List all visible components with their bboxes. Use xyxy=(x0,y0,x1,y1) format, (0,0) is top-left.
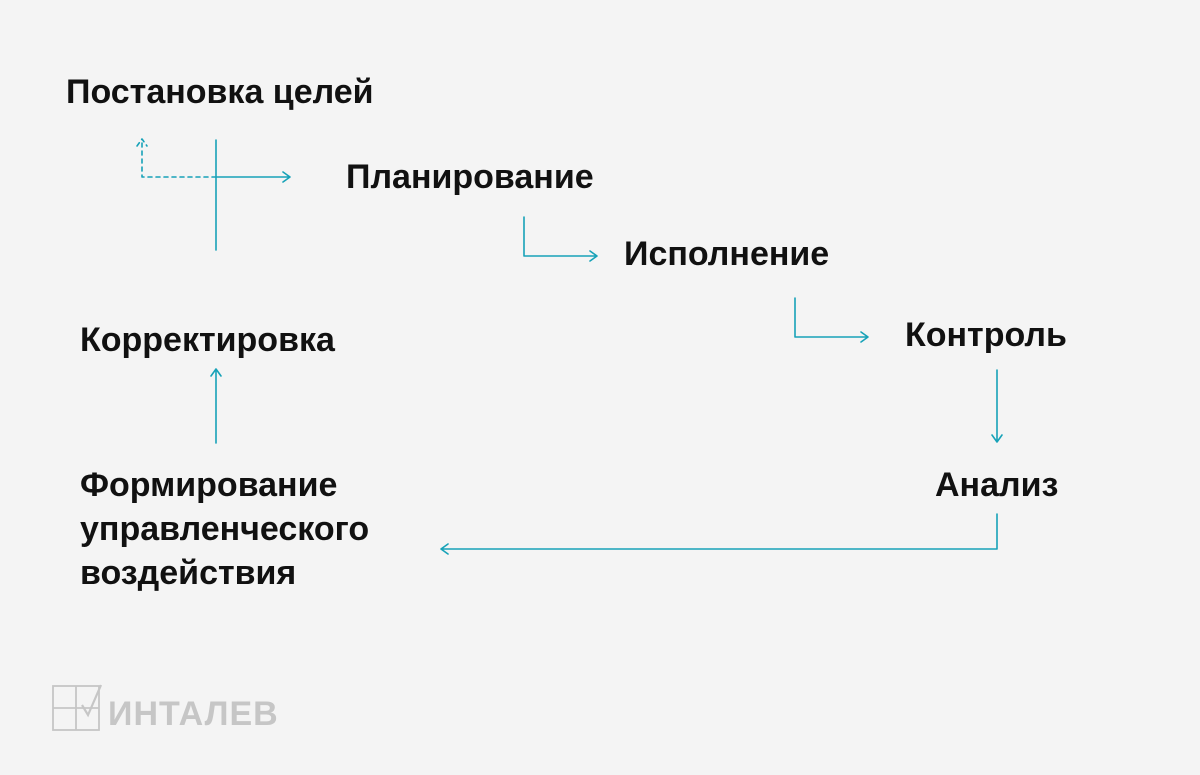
node-forming-line-2: управленческого xyxy=(80,510,370,548)
node-execution: Исполнение xyxy=(624,235,830,273)
arrow-planning-to-execution xyxy=(523,216,598,262)
node-correction: Корректировка xyxy=(80,321,335,359)
arrow-execution-to-control xyxy=(794,297,869,343)
node-planning: Планирование xyxy=(346,158,594,196)
logo-text: ИНТАЛЕВ xyxy=(108,695,279,733)
grid-check-logo-icon xyxy=(52,684,102,731)
node-forming-line-1: Формирование xyxy=(80,466,338,504)
arrow-forming-to-correction xyxy=(210,368,222,444)
intalev-logo: ИНТАЛЕВ xyxy=(52,683,279,731)
node-control: Контроль xyxy=(905,316,1067,354)
arrow-to-planning xyxy=(215,171,291,183)
arrow-dashed-to-goal xyxy=(136,138,217,178)
node-forming-line-3: воздействия xyxy=(80,554,297,592)
arrow-control-to-analysis xyxy=(991,369,1003,443)
node-goal-setting: Постановка целей xyxy=(66,73,374,111)
arrow-analysis-to-forming xyxy=(440,513,998,555)
node-analysis: Анализ xyxy=(935,466,1059,504)
node-forming-management-action: Формирование управленческого воздействия xyxy=(80,463,410,595)
